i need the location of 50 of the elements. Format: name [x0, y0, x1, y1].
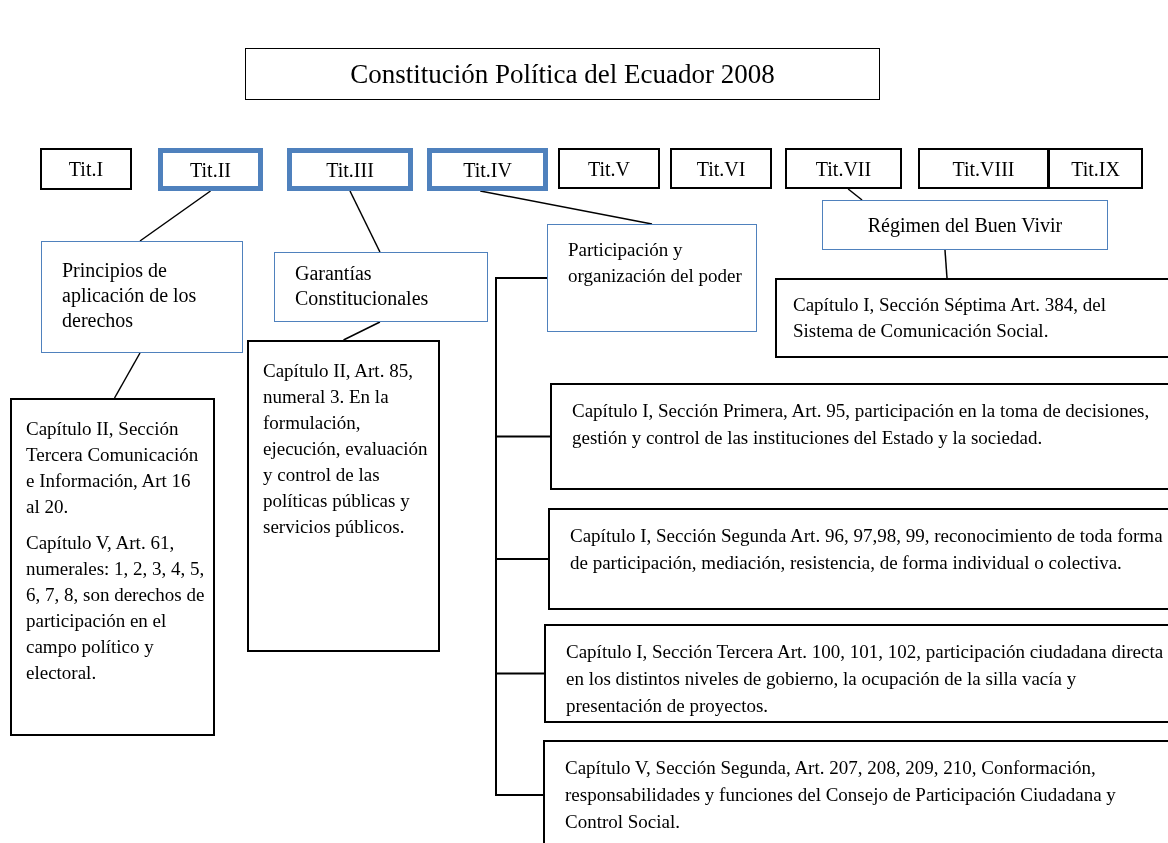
box-text: Tit.IX [1071, 156, 1120, 182]
topic-box [41, 241, 243, 353]
box-text: Tit.IV [463, 157, 512, 183]
article-box [548, 508, 1168, 610]
box-text: Constitución Política del Ecuador 2008 [350, 57, 775, 91]
connector-line [342, 321, 381, 341]
box-text: Capítulo I, Sección Primera, Art. 95, participación en la toma de decisiones, gestión y control de las instituciones del Estado y la sociedad. [572, 399, 1151, 450]
box-text: Tit.VI [696, 156, 746, 182]
box-text: Principios de aplicación de los derechos [62, 258, 198, 333]
box-text: Capítulo II, Art. 85, numeral 3. En la formulación, ejecución, evaluación y control de las políticas públicas y servicios públicos. [263, 359, 429, 539]
title-box [427, 148, 548, 191]
box-text: Tit.V [587, 156, 631, 182]
title-box [918, 148, 1049, 189]
article-box [550, 383, 1168, 490]
box-text: Participación y organización del poder [568, 238, 743, 288]
box-text: Capítulo I, Sección Séptima Art. 384, del Sistema de Comunicación Social. [793, 293, 1107, 343]
topic-box [822, 200, 1108, 250]
title-box [158, 148, 263, 191]
article-box [10, 398, 215, 736]
box-text: Tit.I [68, 157, 104, 182]
title-box [287, 148, 413, 191]
box-text: Tit.VIII [952, 156, 1015, 182]
connector-line [349, 190, 381, 253]
connector-line [944, 249, 948, 279]
box-text: Tit.II [190, 157, 231, 183]
article-box [543, 740, 1168, 843]
title-box [558, 148, 660, 189]
topic-box [274, 252, 488, 322]
box-text: Capítulo I, Sección Segunda Art. 96, 97,98, 99, reconocimiento de toda forma de participación, mediación, resistencia, de forma individual o colectiva. [570, 524, 1164, 575]
box-text: Garantías Constitucionales [295, 261, 430, 311]
box-text: Capítulo V, Art. 61, numerales: 1, 2, 3, 4, 5, 6, 7, 8, son derechos de participación en el campo político y electoral. [26, 531, 206, 685]
connector-line [847, 188, 863, 201]
connector-line [113, 352, 141, 399]
connector-line [139, 190, 212, 242]
article-box [775, 278, 1168, 358]
box-text: Régimen del Buen Vivir [867, 213, 1063, 239]
title-box [1048, 148, 1143, 189]
title-box [785, 148, 902, 189]
article-box [247, 340, 440, 652]
title-box [670, 148, 772, 189]
article-box [544, 624, 1168, 723]
connector-line [479, 190, 653, 225]
box-text: Tit.VII [815, 156, 872, 182]
box-text: Capítulo II, Sección Tercera Comunicación e Información, Art 16 al 20. [26, 417, 200, 519]
title-box [40, 148, 132, 190]
topic-box [547, 224, 757, 332]
title-box [245, 48, 880, 100]
box-text: Capítulo I, Sección Tercera Art. 100, 101, 102, participación ciudadana directa en los distintos niveles de gobierno, la ocupación de la silla vacía y presentación de proyectos. [566, 640, 1164, 718]
box-text: Tit.III [326, 157, 374, 183]
box-text: Capítulo V, Sección Segunda, Art. 207, 208, 209, 210, Conformación, responsabilidades y funciones del Consejo de Participación Ciudadana y Control Social. [565, 756, 1117, 834]
